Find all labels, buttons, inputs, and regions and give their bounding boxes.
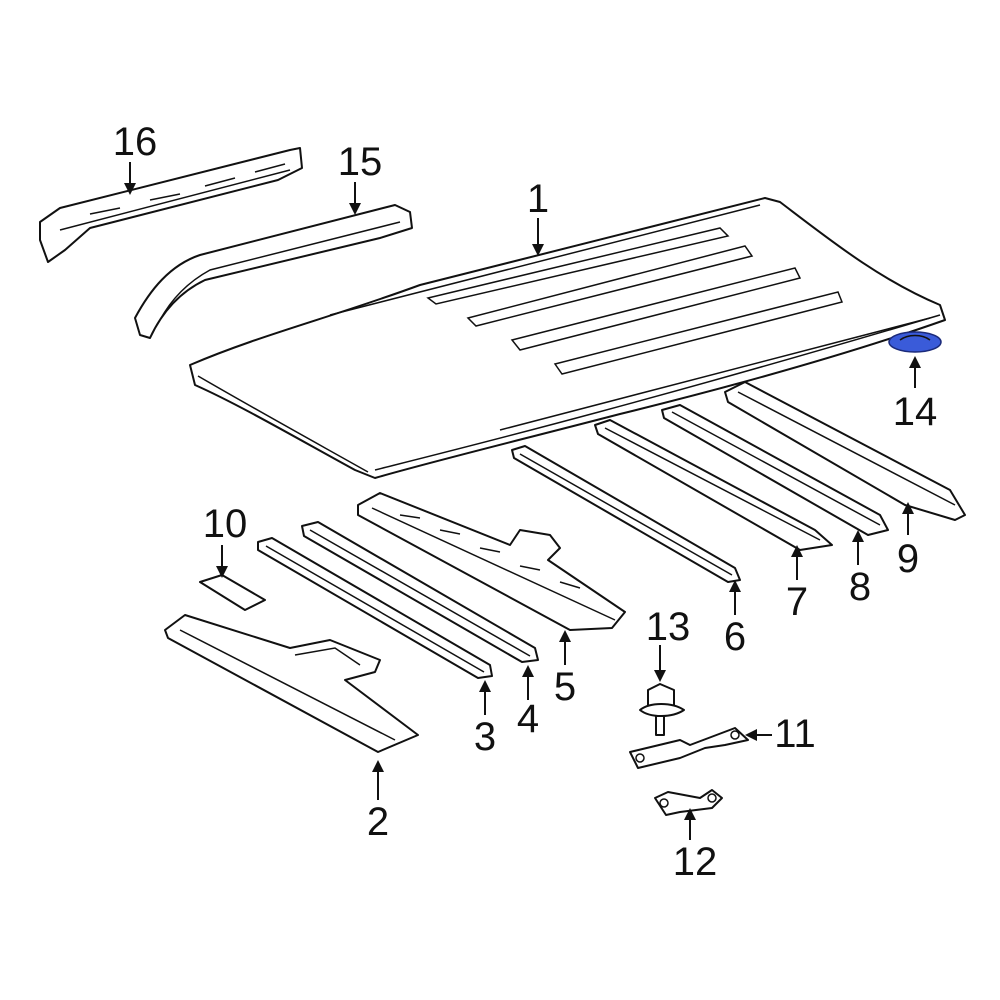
callout-4: 4 (517, 697, 539, 741)
callout-15: 15 (338, 140, 383, 184)
part-14-clip (888, 331, 942, 353)
part-6-roof-bow (511, 445, 741, 583)
callout-8: 8 (849, 565, 871, 609)
part-3-roof-bow (257, 537, 493, 679)
callout-7: 7 (786, 580, 808, 624)
leader-arrows (124, 162, 921, 840)
callout-16: 16 (113, 120, 158, 164)
part-11-bracket (629, 727, 749, 769)
part-13-bolt (639, 683, 685, 736)
part-15-front-header-panel (134, 204, 413, 339)
callout-14: 14 (893, 390, 938, 434)
callout-2: 2 (367, 800, 389, 844)
part-9-rear-roof-bow (724, 381, 966, 521)
callout-1: 1 (527, 177, 549, 221)
part-8-roof-bow (661, 404, 889, 536)
part-10-pad (199, 574, 266, 611)
callout-3: 3 (474, 715, 496, 759)
callout-13: 13 (646, 605, 691, 649)
part-12-bracket (654, 789, 723, 816)
callout-6: 6 (724, 615, 746, 659)
part-16-front-header-inner (39, 147, 303, 263)
part-5-center-roof-bow (357, 492, 626, 631)
callout-10: 10 (203, 502, 248, 546)
callout-11: 11 (774, 712, 816, 756)
part-2-roof-bow (164, 614, 419, 753)
part-7-roof-bow (594, 419, 833, 551)
callout-9: 9 (897, 537, 919, 581)
part-1-roof-panel (189, 197, 946, 479)
callout-labels: 1 2 3 4 5 6 7 8 9 10 11 12 13 14 15 16 (113, 120, 938, 884)
part-4-roof-bow (301, 521, 539, 663)
callout-12: 12 (673, 840, 718, 884)
callout-5: 5 (554, 665, 576, 709)
